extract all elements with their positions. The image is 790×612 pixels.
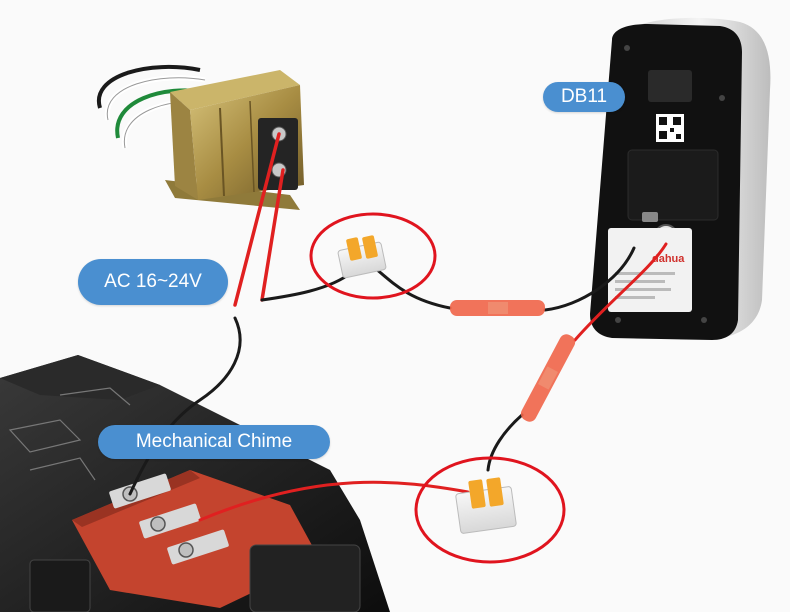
lever-connector-bottom [455, 477, 517, 534]
chime-terminal-trans [139, 503, 201, 539]
brand-logo: dahua [652, 253, 685, 265]
highlight-circle-top-connector [309, 212, 437, 300]
wire-transformer-red-left [233, 132, 281, 307]
chime-terminal-rear [167, 529, 229, 565]
wire-chime-red [198, 480, 470, 522]
lever-connector-top [337, 235, 387, 279]
wire-splice-to-chime-connector [486, 413, 524, 472]
doorbell-label: DB11 [543, 82, 625, 112]
doorbell-device: dahua [590, 17, 771, 340]
transformer [96, 64, 304, 210]
wire-transformer-red-right [260, 168, 285, 302]
wire-splice-to-doorbell [543, 246, 636, 312]
voltage-label: AC 16~24V [78, 259, 228, 305]
highlight-circle-bottom-connector [414, 456, 566, 564]
mechanical-chime [0, 355, 390, 612]
butt-splice-horizontal [450, 300, 545, 316]
wire-doorbell-red [573, 242, 668, 342]
butt-splice-vertical [520, 334, 576, 422]
chime-label: Mechanical Chime [98, 425, 330, 459]
wire-transformer-black [260, 270, 354, 302]
